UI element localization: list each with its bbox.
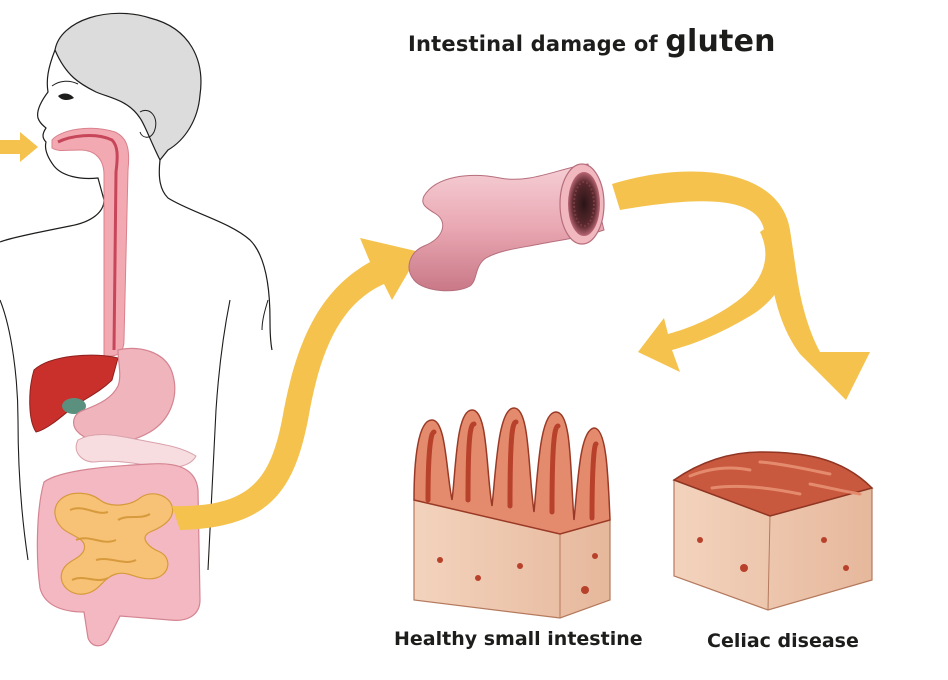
stomach-icon [73,347,176,444]
celiac-disease-label: Celiac disease [707,630,859,652]
flow-arrow-icon [638,218,790,372]
duodenum-tube-icon [408,163,605,292]
flow-arrow-icon [172,238,420,530]
title-emphasis: gluten [665,24,776,59]
flattened-villi-icon [672,451,874,611]
gallbladder-icon [62,398,86,414]
esophagus-icon [51,127,130,357]
pancreas-icon [75,434,197,469]
flow-arrow-icon [0,132,38,162]
title-prefix: Intestinal damage of [408,32,658,56]
healthy-villi-icon [413,407,611,619]
small-intestine-icon [54,492,174,595]
healthy-intestine-label: Healthy small intestine [394,628,643,650]
diagram-title: Intestinal damage of gluten [408,24,776,59]
flow-arrow-icon [612,171,870,400]
